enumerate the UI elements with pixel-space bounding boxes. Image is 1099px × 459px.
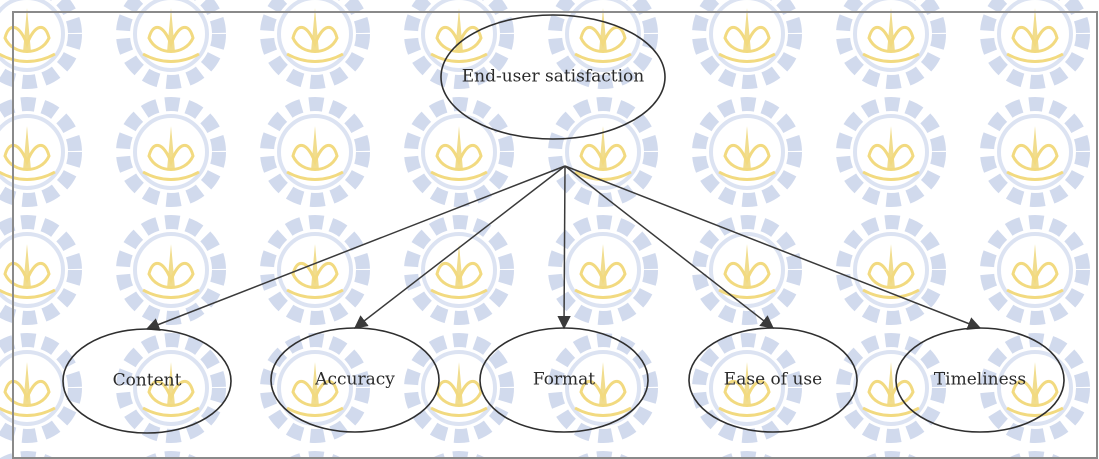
node-accuracy-ellipse [270,327,440,433]
edge-root-to-accuracy [353,165,566,329]
edge-root-to-timeliness [564,165,982,330]
edge-layer [145,165,982,331]
edge-root-to-content [145,165,566,331]
edge-root-to-ease-of-use [564,165,775,329]
node-format-ellipse [479,327,649,433]
node-timeliness: Timeliness [895,327,1065,433]
node-content-label: Content [113,371,182,391]
node-format-label: Format [533,370,595,390]
node-timeliness-ellipse [895,327,1065,433]
node-content: Content [62,328,232,434]
node-root-ellipse [440,14,666,140]
node-root: End-user satisfaction [440,14,666,140]
node-content-ellipse [62,328,232,434]
node-format: Format [479,327,649,433]
node-accuracy-label: Accuracy [314,370,395,390]
diagram-frame [12,11,1098,459]
node-root-label: End-user satisfaction [462,67,645,87]
node-timeliness-label: Timeliness [934,370,1026,390]
node-accuracy: Accuracy [270,327,440,433]
node-ease-of-use-label: Ease of use [724,370,822,390]
node-ease-of-use: Ease of use [688,327,858,433]
edge-root-to-format [557,165,571,330]
node-ease-of-use-ellipse [688,327,858,433]
